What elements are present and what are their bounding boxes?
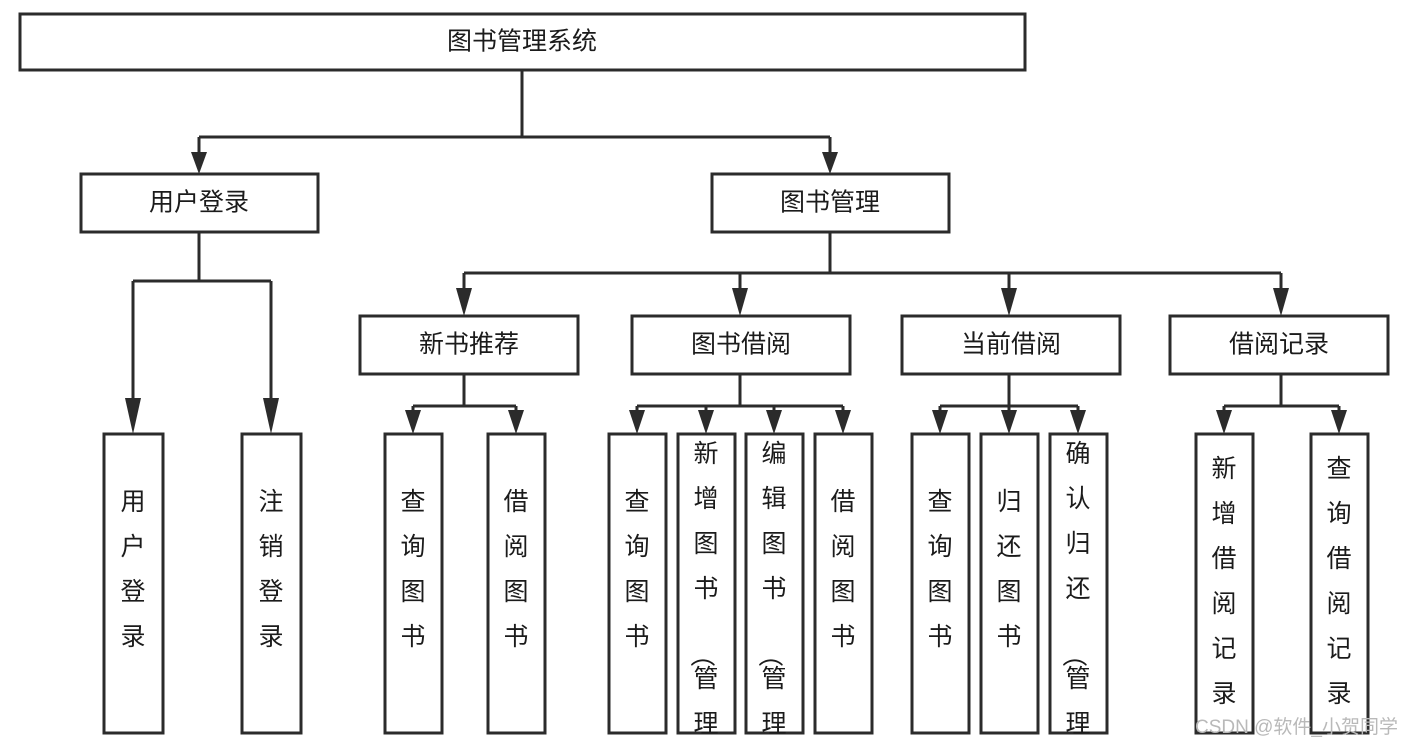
node-book-borrow[interactable]: 图书借阅 [630, 314, 852, 376]
node-leaf-logout-label: 注销登录 [258, 488, 283, 651]
node-leaf-edit-book-label: 编辑图书（管理员） [755, 440, 786, 747]
node-leaf-query-book-1-label: 查询图书 [400, 488, 425, 651]
node-leaf-borrow-book-2-box[interactable] [813, 432, 874, 735]
arrowhead-leaf-query-record [1331, 410, 1347, 434]
arrowhead-leaf-query-book-1 [405, 410, 421, 434]
arrowhead-book-manage [822, 152, 838, 174]
arrowhead-user-login [191, 152, 207, 174]
arrowhead-leaf-add-record [1216, 410, 1232, 434]
node-user-login[interactable]: 用户登录 [79, 172, 320, 234]
node-leaf-add-book[interactable]: 新增图书（管理员） [676, 432, 737, 747]
arrowhead-leaf-add-book [698, 410, 714, 434]
node-leaf-borrow-book-1-label: 借阅图书 [503, 488, 528, 651]
node-leaf-query-record-box[interactable] [1309, 432, 1370, 735]
node-user-login-label: 用户登录 [149, 189, 249, 217]
node-current-borrow[interactable]: 当前借阅 [900, 314, 1122, 376]
node-borrow-record[interactable]: 借阅记录 [1168, 314, 1390, 376]
node-leaf-query-book-2[interactable]: 查询图书 [607, 432, 668, 735]
node-leaf-return-book-label: 归还图书 [996, 488, 1021, 651]
arrowhead-new-book-rec [456, 288, 472, 316]
arrowhead-leaf-query-book-2 [629, 410, 645, 434]
node-book-manage[interactable]: 图书管理 [710, 172, 951, 234]
node-leaf-borrow-book-2[interactable]: 借阅图书 [813, 432, 874, 735]
node-leaf-query-record-label: 查询借阅记录 [1326, 455, 1351, 708]
arrowhead-leaf-borrow-book-2 [835, 410, 851, 434]
arrowhead-borrow-record [1273, 288, 1289, 316]
arrowhead-book-borrow [732, 288, 748, 316]
node-leaf-add-book-box[interactable] [676, 432, 737, 735]
node-leaf-logout-box[interactable] [240, 432, 303, 735]
node-current-borrow-box[interactable] [900, 314, 1122, 376]
node-leaf-query-book-3[interactable]: 查询图书 [910, 432, 971, 735]
node-leaf-add-record-box[interactable] [1194, 432, 1255, 735]
csdn-watermark: CSDN @软件_小贺同学 [1195, 716, 1398, 738]
node-new-book-rec-box[interactable] [358, 314, 580, 376]
node-leaf-confirm-return[interactable]: 确认归还（管理员） [1048, 432, 1109, 747]
node-root-box[interactable] [18, 12, 1027, 72]
node-leaf-confirm-return-box[interactable] [1048, 432, 1109, 735]
node-leaf-borrow-book-1[interactable]: 借阅图书 [486, 432, 547, 735]
arrowhead-leaf-confirm-return [1070, 410, 1086, 434]
connector-layer [125, 70, 1347, 434]
node-leaf-query-record[interactable]: 查询借阅记录 [1309, 432, 1370, 735]
node-leaf-query-book-3-box[interactable] [910, 432, 971, 735]
arrowhead-leaf-return-book [1001, 410, 1017, 434]
node-leaf-user-login-label: 用户登录 [120, 488, 145, 651]
node-leaf-add-book-label: 新增图书（管理员） [687, 440, 718, 747]
node-leaf-confirm-return-label: 确认归还（管理员） [1059, 440, 1090, 747]
arrowhead-current-borrow [1001, 288, 1017, 316]
node-book-manage-box[interactable] [710, 172, 951, 234]
node-user-login-box[interactable] [79, 172, 320, 234]
node-leaf-add-record[interactable]: 新增借阅记录 [1194, 432, 1255, 735]
node-leaf-query-book-3-label: 查询图书 [927, 488, 952, 651]
node-leaf-query-book-1-box[interactable] [383, 432, 444, 735]
node-borrow-record-box[interactable] [1168, 314, 1390, 376]
arrowhead-leaf-borrow-book-1 [508, 410, 524, 434]
node-leaf-return-book-box[interactable] [979, 432, 1040, 735]
node-leaf-query-book-1[interactable]: 查询图书 [383, 432, 444, 735]
node-leaf-logout[interactable]: 注销登录 [240, 432, 303, 735]
node-leaf-edit-book-box[interactable] [744, 432, 805, 735]
node-book-borrow-label: 图书借阅 [691, 331, 791, 359]
node-new-book-rec-label: 新书推荐 [419, 331, 519, 359]
arrowhead-leaf-query-book-3 [932, 410, 948, 434]
arrowhead-leaf-logout [263, 398, 279, 434]
node-leaf-borrow-book-1-box[interactable] [486, 432, 547, 735]
node-new-book-rec[interactable]: 新书推荐 [358, 314, 580, 376]
node-leaf-return-book[interactable]: 归还图书 [979, 432, 1040, 735]
node-root[interactable]: 图书管理系统 [18, 12, 1027, 72]
node-leaf-add-record-label: 新增借阅记录 [1211, 455, 1236, 708]
node-leaf-query-book-2-label: 查询图书 [624, 488, 649, 651]
node-leaf-user-login-box[interactable] [102, 432, 165, 735]
node-leaf-borrow-book-2-label: 借阅图书 [830, 488, 855, 651]
node-leaf-user-login[interactable]: 用户登录 [102, 432, 165, 735]
node-book-manage-label: 图书管理 [780, 189, 880, 217]
node-current-borrow-label: 当前借阅 [961, 331, 1061, 359]
node-leaf-edit-book[interactable]: 编辑图书（管理员） [744, 432, 805, 747]
node-book-borrow-box[interactable] [630, 314, 852, 376]
node-leaf-query-book-2-box[interactable] [607, 432, 668, 735]
arrowhead-leaf-edit-book [766, 410, 782, 434]
node-borrow-record-label: 借阅记录 [1229, 331, 1329, 359]
arrowhead-leaf-user-login [125, 398, 141, 434]
node-root-label: 图书管理系统 [447, 28, 597, 56]
